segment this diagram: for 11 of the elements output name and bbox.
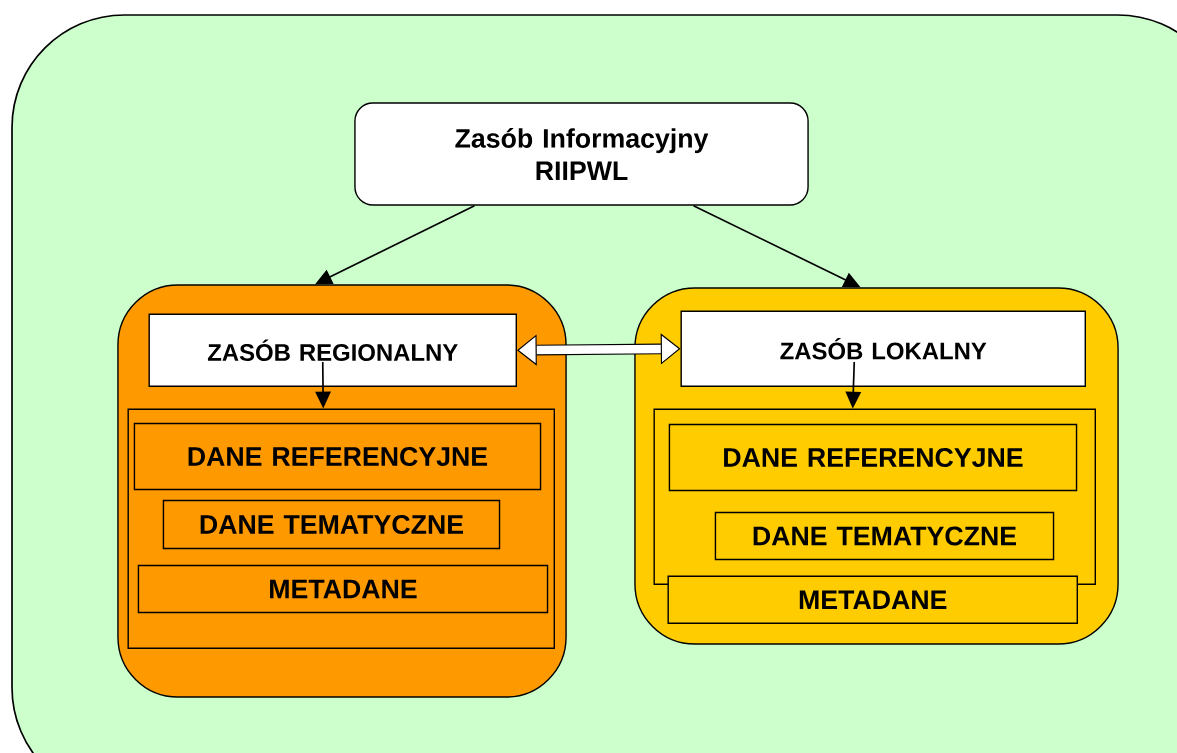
- data-box: DANE TEMATYCZNE: [162, 499, 501, 550]
- data-box: DANE REFERENCYJNE: [133, 422, 542, 491]
- data-box: METADANE: [137, 564, 549, 614]
- arrow: [315, 204, 476, 285]
- process-box: ZASÓB LOKALNY: [680, 310, 1086, 387]
- title-box: Zasób Informacyjny RIIPWL: [354, 102, 809, 206]
- data-box: METADANE: [667, 575, 1078, 624]
- data-box: DANE REFERENCYJNE: [668, 423, 1078, 492]
- data-box: DANE TEMATYCZNE: [714, 511, 1055, 561]
- arrow: [517, 333, 681, 366]
- process-box: ZASÓB REGIONALNY: [148, 313, 517, 387]
